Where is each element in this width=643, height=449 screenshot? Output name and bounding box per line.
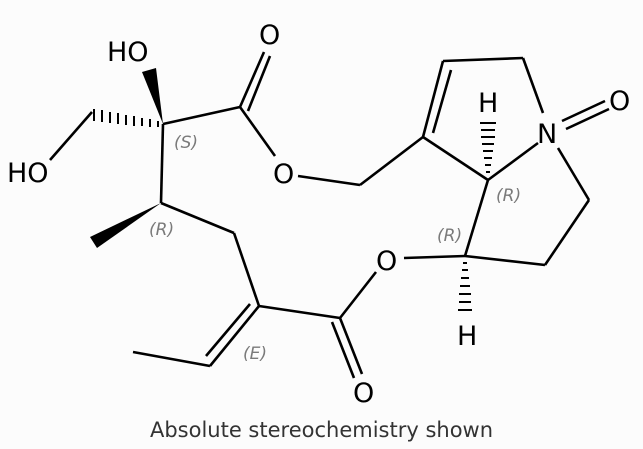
- stereo-label-r-ester: (R): [437, 226, 462, 246]
- wedge-bond-methyl: [90, 203, 161, 248]
- atom-hydrogen-top: H: [478, 88, 498, 119]
- atom-nitrogen: N: [537, 119, 557, 150]
- stereo-label-r-bridgehead: (R): [496, 186, 521, 206]
- atom-n-oxide-oxygen: O: [609, 86, 630, 117]
- hashed-bond-h-bottom: [458, 262, 472, 311]
- stereo-label-r-methyl: (R): [149, 220, 174, 240]
- atom-hydroxyl-left: HO: [7, 158, 49, 189]
- bonds: [49, 51, 610, 379]
- stereo-label-e: (E): [243, 344, 267, 364]
- stereo-label-s: (S): [174, 133, 198, 153]
- atom-carbonyl-oxygen-top: O: [259, 20, 280, 51]
- wedge-bond-hydroxyl: [142, 68, 163, 124]
- atom-carbonyl-oxygen-bottom: O: [353, 378, 374, 409]
- hashed-bond-ch2: [93, 109, 159, 127]
- atom-ester-oxygen-upper: O: [273, 159, 294, 190]
- stereochemistry-caption: Absolute stereochemistry shown: [149, 418, 494, 442]
- atom-hydrogen-bottom: H: [457, 321, 477, 352]
- hashed-bond-h-top: [480, 122, 496, 173]
- atom-ester-oxygen-lower: O: [376, 246, 397, 277]
- atom-hydroxyl-top: HO: [107, 37, 149, 68]
